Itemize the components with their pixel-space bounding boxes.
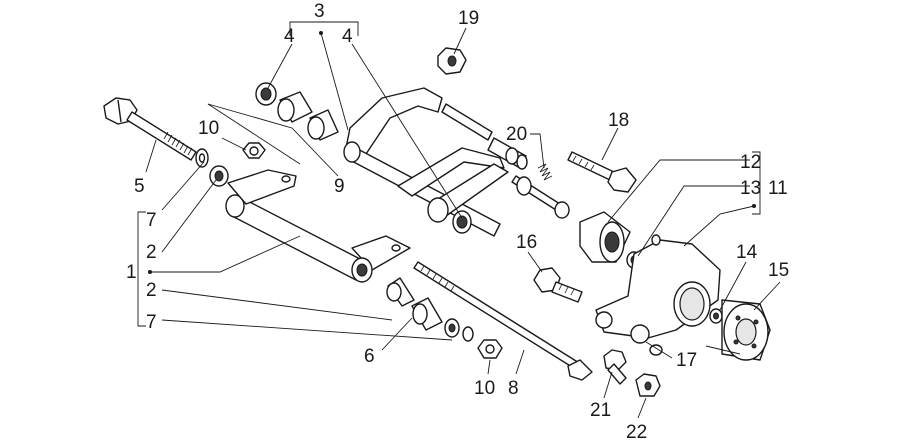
callout-14: 14	[736, 242, 758, 263]
part-10-nut-lower	[477, 339, 503, 359]
callout-7-lower: 7	[146, 312, 157, 333]
part-17-nut	[649, 344, 663, 356]
callout-21: 21	[590, 400, 611, 421]
callout-13: 13	[740, 178, 761, 199]
part-22-nut	[635, 373, 661, 397]
part-14-washer	[709, 308, 723, 324]
callout-2-lower: 2	[146, 280, 157, 301]
part-7-washer-left	[195, 148, 209, 168]
callout-20: 20	[506, 124, 527, 145]
part-15-cover	[705, 299, 771, 361]
callout-11: 11	[768, 178, 788, 199]
callout-2-upper: 2	[146, 242, 157, 263]
part-5-bolt	[103, 97, 197, 161]
callout-12: 12	[740, 152, 761, 173]
callout-17: 17	[676, 350, 697, 371]
part-11-bracket	[595, 234, 721, 344]
leader-lines	[137, 21, 781, 419]
part-10-nut-upper	[242, 142, 266, 159]
callout-10-upper: 10	[198, 118, 219, 139]
callout-4-left: 4	[284, 26, 295, 47]
callout-5: 5	[134, 176, 145, 197]
part-12-silent-block	[554, 201, 631, 263]
callout-7-upper: 7	[146, 210, 157, 231]
callout-1: 1	[126, 262, 137, 283]
callout-8: 8	[508, 378, 519, 399]
part-6-bushing	[411, 297, 443, 331]
part-18-bolt	[567, 151, 637, 193]
part-16-bolt	[533, 267, 583, 303]
part-8-rod	[413, 261, 593, 381]
callout-16: 16	[516, 232, 537, 253]
callout-6: 6	[364, 346, 375, 367]
callout-15: 15	[768, 260, 789, 281]
callout-18: 18	[608, 110, 629, 131]
callout-3: 3	[314, 1, 325, 22]
part-3-swing-arm	[255, 82, 561, 237]
part-19-nut	[437, 47, 467, 75]
callout-19: 19	[458, 8, 479, 29]
part-20-spring	[537, 163, 553, 181]
callout-9: 9	[334, 176, 345, 197]
part-2-bushing-left	[209, 165, 229, 187]
part-1-swing-tube	[225, 169, 411, 283]
callout-10-lower: 10	[474, 378, 495, 399]
callout-labels: 3 4 4 19 20 18 12 13 11 14 15 16 17 21 2…	[126, 1, 789, 442]
part-21-screw	[603, 349, 627, 385]
part-7-washer-right	[444, 318, 474, 342]
part-2-bushing-right	[386, 277, 415, 307]
callout-22: 22	[626, 422, 647, 442]
callout-4-right: 4	[342, 26, 353, 47]
